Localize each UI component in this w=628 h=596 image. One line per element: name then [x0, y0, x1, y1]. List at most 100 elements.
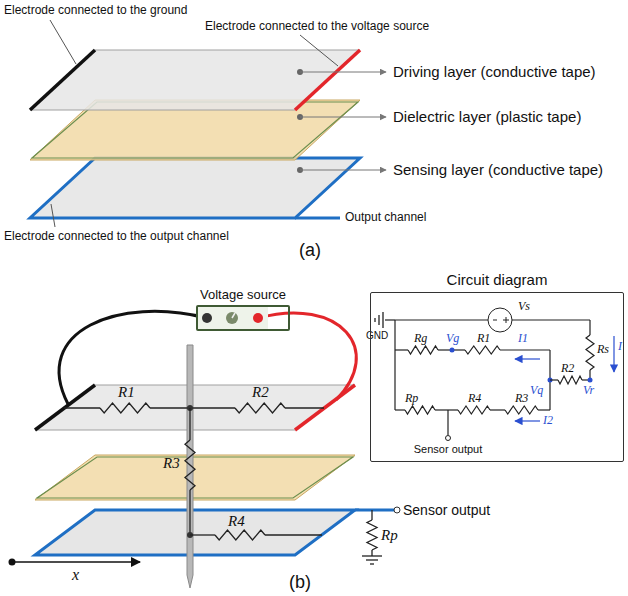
text-label: Electrode connected to the voltage sourc… — [205, 20, 429, 34]
text-label: Output channel — [345, 211, 426, 225]
resistor-symbol — [458, 406, 490, 414]
component-label: R2 — [561, 362, 574, 376]
component-label: I1 — [518, 332, 528, 346]
text-label: (a) — [299, 240, 321, 261]
knob-mark — [232, 313, 235, 318]
wire — [189, 490, 190, 535]
junction-dot — [588, 378, 593, 383]
wire — [512, 319, 590, 320]
component-label: Rp — [405, 392, 418, 406]
axis-arrow — [12, 561, 140, 563]
component-label: R3 — [515, 392, 528, 406]
circuit-panel: Circuit diagram — [370, 292, 624, 462]
wire — [190, 534, 215, 535]
wire — [265, 534, 322, 535]
text-label: Electrode connected to the ground — [4, 4, 187, 18]
component-label: R1 — [118, 384, 135, 401]
wire — [538, 409, 550, 410]
resistor-symbol — [405, 406, 435, 414]
current-arrow — [515, 358, 540, 359]
resistor-symbol — [367, 520, 377, 550]
wire — [506, 317, 507, 323]
wire — [371, 550, 372, 556]
component-label: x — [72, 566, 79, 584]
wire — [589, 320, 590, 335]
wire — [385, 319, 395, 320]
wire — [395, 319, 488, 320]
current-arrow — [515, 420, 540, 421]
component-label: Vs — [518, 300, 530, 314]
wire — [64, 407, 100, 408]
ground-symbol — [370, 563, 374, 564]
component-label: Rg — [414, 332, 427, 346]
knob — [226, 312, 238, 324]
resistor-symbol — [100, 403, 150, 413]
output-electrode — [30, 158, 360, 218]
leader-line — [50, 20, 76, 64]
node-heading: Voltage source — [200, 287, 286, 302]
wire — [550, 379, 558, 380]
current-arrow — [613, 336, 614, 372]
dielectric-layer — [35, 455, 355, 500]
component-label: I2 — [543, 414, 553, 428]
wire — [395, 349, 408, 350]
wire — [447, 410, 448, 435]
component-label: Rs — [597, 343, 609, 357]
component-label: I — [618, 340, 622, 354]
output-electrode — [35, 510, 355, 555]
component-label: R4 — [228, 513, 245, 530]
output-terminal — [446, 436, 451, 441]
wire — [490, 409, 505, 410]
resistor-symbol — [185, 440, 195, 490]
leader-line — [51, 204, 55, 227]
text-label: (b) — [289, 572, 311, 593]
wire — [394, 320, 395, 410]
text-label: Sensor output — [403, 502, 490, 518]
wire — [500, 349, 550, 350]
terminal-negative — [202, 313, 212, 323]
voltage-source-symbol — [488, 308, 512, 332]
component-label: R1 — [477, 332, 490, 346]
voltage-source-box: Voltage source — [196, 305, 290, 331]
ground-symbol — [374, 318, 375, 322]
component-label: Vg — [446, 332, 459, 346]
sensing-layer — [35, 510, 355, 555]
text-label: Sensing layer (conductive tape) — [393, 161, 603, 178]
wire — [285, 407, 324, 408]
output-terminal — [394, 507, 400, 513]
junction-dot — [450, 348, 455, 353]
ground-wire — [59, 311, 206, 404]
component-label: R2 — [252, 384, 269, 401]
source-wire — [258, 313, 356, 400]
component-label: Rp — [381, 527, 398, 544]
wire — [395, 409, 405, 410]
leader-line — [300, 35, 338, 66]
text-label: Dielectric layer (plastic tape) — [393, 108, 581, 125]
sensing-layer — [30, 158, 360, 218]
electrode-shadow — [37, 457, 353, 498]
ground-symbol — [378, 315, 379, 325]
resistor-symbol — [408, 346, 438, 354]
leader-arrow — [300, 170, 386, 171]
component-label: R4 — [468, 392, 481, 406]
wire — [435, 409, 458, 410]
ground-symbol — [366, 559, 378, 560]
resistor-symbol — [586, 335, 594, 370]
driving-layer — [35, 385, 355, 430]
node-heading: Circuit diagram — [447, 271, 548, 288]
ground-electrode — [30, 50, 95, 110]
wire — [371, 510, 372, 520]
wire — [493, 320, 497, 321]
resistor-symbol — [215, 530, 265, 540]
output-channel-lead — [295, 217, 340, 220]
ground-symbol — [362, 555, 382, 556]
component-label: R3 — [163, 455, 180, 472]
terminal-positive — [253, 313, 263, 323]
resistor-symbol — [235, 403, 285, 413]
text-label: Driving layer (conductive tape) — [393, 63, 596, 80]
resistor-symbol — [558, 376, 582, 384]
driving-layer — [30, 50, 360, 110]
leader-arrow — [300, 117, 386, 118]
